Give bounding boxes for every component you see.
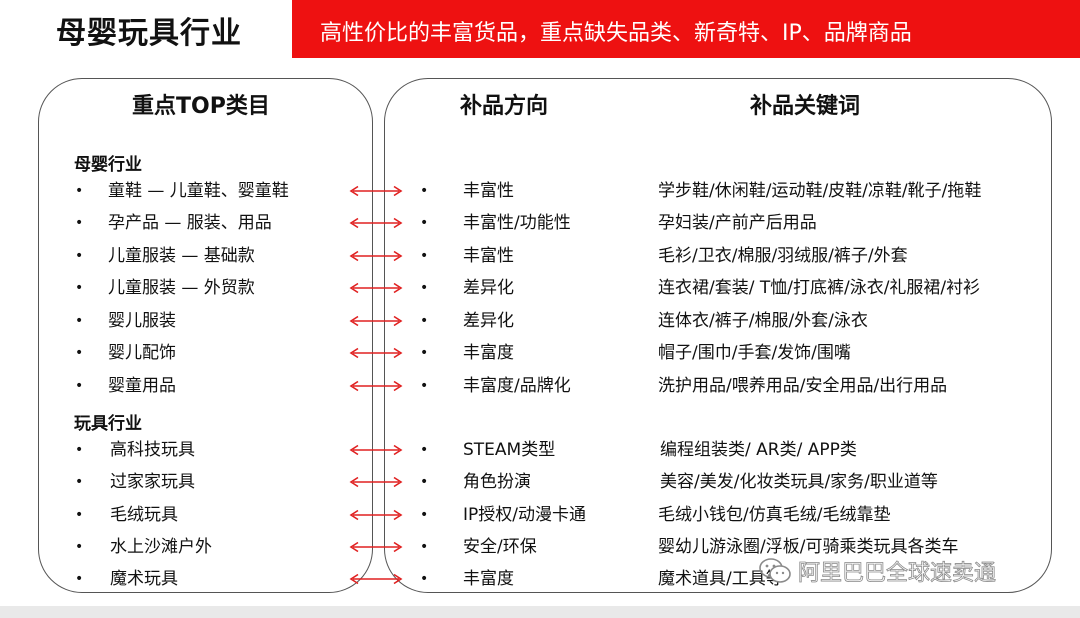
supply-keywords: 帽子/围巾/手套/发饰/围嘴 [658, 343, 851, 363]
category-name: 儿童服装 — 基础款 [108, 246, 255, 266]
double-arrow-icon [349, 347, 403, 359]
supply-direction: 丰富度 [463, 343, 514, 363]
table-row: • 婴儿服装 • 差异化 连体衣/裤子/棉服/外套/泳衣 [0, 309, 1080, 333]
category-name: 孕产品 — 服装、用品 [108, 213, 272, 233]
section-label-toys: 玩具行业 [74, 414, 142, 434]
bullet: • [420, 442, 429, 458]
category-name: 魔术玩具 [110, 569, 178, 589]
double-arrow-icon [349, 573, 403, 585]
column-header-categories: 重点TOP类目 [132, 94, 270, 119]
supply-keywords: 学步鞋/休闲鞋/运动鞋/皮鞋/凉鞋/靴子/拖鞋 [658, 181, 982, 201]
category-name: 高科技玩具 [110, 440, 195, 460]
section-label-maternal: 母婴行业 [74, 155, 142, 175]
table-row: • 魔术玩具 • 丰富度 魔术道具/工具等 [0, 567, 1080, 591]
supply-direction: STEAM类型 [463, 440, 556, 460]
table-row: • 水上沙滩户外 • 安全/环保 婴幼儿游泳圈/浮板/可骑乘类玩具各类车 [0, 535, 1080, 559]
supply-keywords: 连体衣/裤子/棉服/外套/泳衣 [658, 311, 868, 331]
table-row: • 过家家玩具 • 角色扮演 美容/美发/化妆类玩具/家务/职业道等 [0, 470, 1080, 494]
supply-direction: 安全/环保 [463, 537, 537, 557]
double-arrow-icon [349, 217, 403, 229]
table-row: • 童鞋 — 儿童鞋、婴童鞋 • 丰富性 学步鞋/休闲鞋/运动鞋/皮鞋/凉鞋/靴子/拖鞋 [0, 179, 1080, 203]
supply-direction: 丰富度 [463, 569, 514, 589]
double-arrow-icon [349, 282, 403, 294]
supply-direction: 角色扮演 [463, 472, 531, 492]
supply-keywords: 连衣裙/套装/ T恤/打底裤/泳衣/礼服裙/衬衫 [658, 278, 981, 298]
table-row: • 毛绒玩具 • IP授权/动漫卡通 毛绒小钱包/仿真毛绒/毛绒靠垫 [0, 503, 1080, 527]
page-subtitle: 高性价比的丰富货品，重点缺失品类、新奇特、IP、品牌商品 [320, 21, 912, 46]
bullet: • [75, 378, 84, 394]
bottom-strip [0, 606, 1080, 618]
category-name: 婴童用品 [108, 376, 176, 396]
supply-keywords: 美容/美发/化妆类玩具/家务/职业道等 [660, 472, 938, 492]
bullet: • [420, 183, 429, 199]
table-row: • 孕产品 — 服装、用品 • 丰富性/功能性 孕妇装/产前产后用品 [0, 211, 1080, 235]
bullet: • [75, 248, 84, 264]
double-arrow-icon [349, 541, 403, 553]
bullet: • [75, 442, 84, 458]
page-title: 母婴玩具行业 [56, 16, 242, 51]
bullet: • [75, 571, 84, 587]
column-header-direction: 补品方向 [460, 94, 549, 119]
double-arrow-icon [349, 509, 403, 521]
double-arrow-icon [349, 380, 403, 392]
table-row: • 婴童用品 • 丰富度/品牌化 洗护用品/喂养用品/安全用品/出行用品 [0, 374, 1080, 398]
bullet: • [420, 215, 429, 231]
left-panel [38, 78, 373, 593]
supply-keywords: 魔术道具/工具等 [658, 569, 783, 589]
bullet: • [75, 280, 84, 296]
wechat-icon [759, 558, 791, 583]
table-row: • 儿童服装 — 外贸款 • 差异化 连衣裙/套装/ T恤/打底裤/泳衣/礼服裙/衬衫 [0, 276, 1080, 300]
table-row: • 高科技玩具 • STEAM类型 编程组装类/ AR类/ APP类 [0, 438, 1080, 462]
double-arrow-icon [349, 444, 403, 456]
table-row: • 婴儿配饰 • 丰富度 帽子/围巾/手套/发饰/围嘴 [0, 341, 1080, 365]
bullet: • [420, 474, 429, 490]
supply-direction: 丰富性/功能性 [463, 213, 571, 233]
bullet: • [75, 507, 84, 523]
bullet: • [420, 507, 429, 523]
right-panel [384, 78, 1052, 593]
bullet: • [420, 248, 429, 264]
column-header-keywords: 补品关键词 [750, 94, 861, 119]
watermark: 阿里巴巴全球速卖通 [758, 555, 996, 587]
category-name: 儿童服装 — 外贸款 [108, 278, 255, 298]
category-name: 水上沙滩户外 [110, 537, 212, 557]
bullet: • [75, 539, 84, 555]
double-arrow-icon [349, 250, 403, 262]
bullet: • [420, 313, 429, 329]
supply-direction: 丰富度/品牌化 [463, 376, 571, 396]
supply-keywords: 毛绒小钱包/仿真毛绒/毛绒靠垫 [658, 505, 891, 525]
bullet: • [75, 474, 84, 490]
category-name: 童鞋 — 儿童鞋、婴童鞋 [108, 181, 289, 201]
bullet: • [420, 539, 429, 555]
bullet: • [420, 378, 429, 394]
double-arrow-icon [349, 315, 403, 327]
supply-direction: 差异化 [463, 278, 514, 298]
double-arrow-icon [349, 185, 403, 197]
bullet: • [75, 183, 84, 199]
bullet: • [420, 345, 429, 361]
supply-keywords: 毛衫/卫衣/棉服/羽绒服/裤子/外套 [658, 246, 908, 266]
header-banner: 高性价比的丰富货品，重点缺失品类、新奇特、IP、品牌商品 [292, 0, 1080, 58]
supply-direction: IP授权/动漫卡通 [463, 505, 586, 525]
supply-keywords: 洗护用品/喂养用品/安全用品/出行用品 [658, 376, 948, 396]
category-name: 婴儿服装 [108, 311, 176, 331]
bullet: • [75, 215, 84, 231]
bullet: • [420, 571, 429, 587]
supply-keywords: 婴幼儿游泳圈/浮板/可骑乘类玩具各类车 [658, 537, 959, 557]
category-name: 婴儿配饰 [108, 343, 176, 363]
table-row: • 儿童服装 — 基础款 • 丰富性 毛衫/卫衣/棉服/羽绒服/裤子/外套 [0, 244, 1080, 268]
category-name: 毛绒玩具 [110, 505, 178, 525]
category-name: 过家家玩具 [110, 472, 195, 492]
bullet: • [75, 313, 84, 329]
supply-direction: 差异化 [463, 311, 514, 331]
bullet: • [420, 280, 429, 296]
watermark-text: 阿里巴巴全球速卖通 [798, 561, 997, 587]
supply-keywords: 编程组装类/ AR类/ APP类 [660, 440, 857, 460]
supply-direction: 丰富性 [463, 246, 514, 266]
supply-direction: 丰富性 [463, 181, 514, 201]
bullet: • [75, 345, 84, 361]
supply-keywords: 孕妇装/产前产后用品 [658, 213, 817, 233]
double-arrow-icon [349, 476, 403, 488]
